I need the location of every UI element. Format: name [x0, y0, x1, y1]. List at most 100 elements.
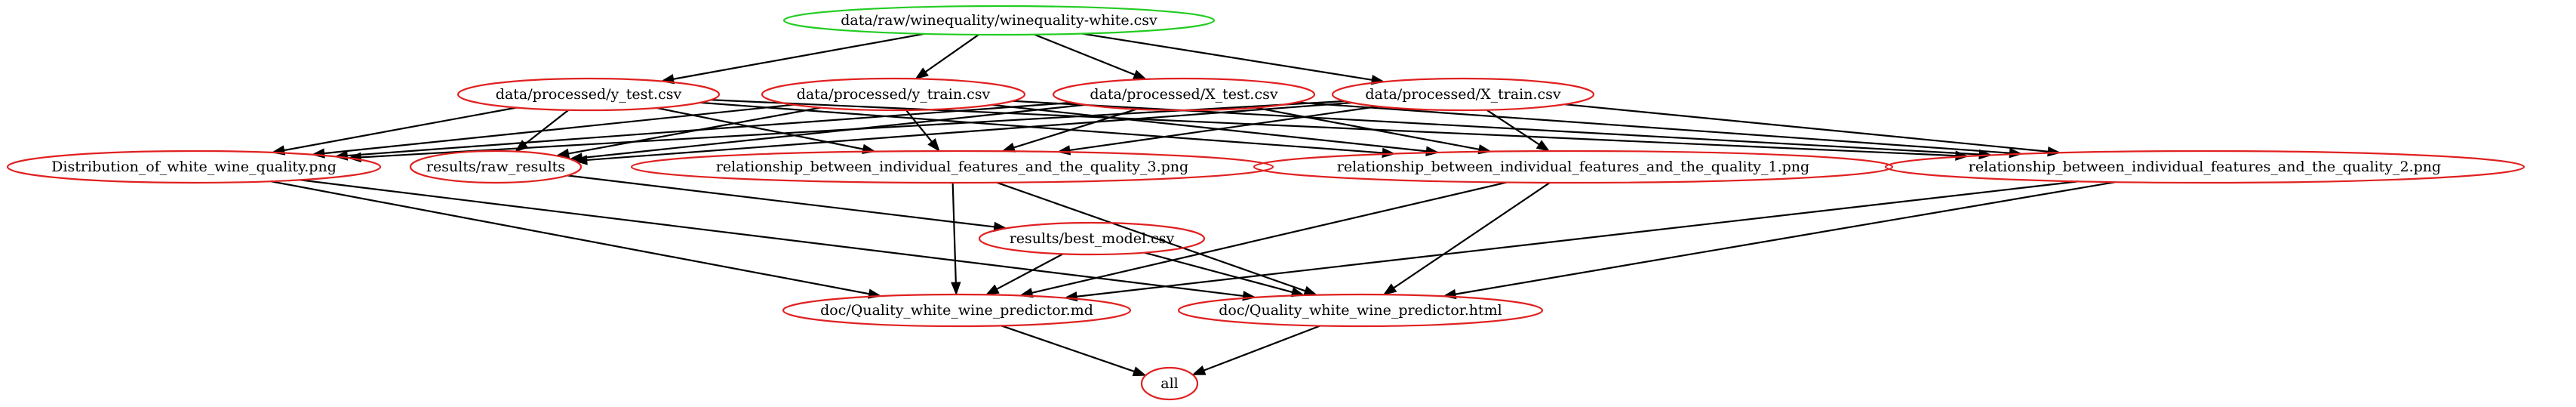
arrowhead-icon	[1382, 283, 1397, 295]
edge-line	[951, 182, 957, 283]
node-label: doc/Quality_white_wine_predictor.html	[1219, 302, 1502, 319]
edge-line	[270, 180, 869, 295]
arrowhead-icon	[927, 137, 940, 153]
node-raw: data/raw/winequality/winequality-white.c…	[782, 5, 1216, 36]
edge-line	[1081, 32, 1373, 81]
arrowhead-icon	[1425, 146, 1440, 156]
node-label: data/processed/y_test.csv	[496, 86, 682, 103]
arrowhead-icon	[1978, 149, 1993, 160]
edge-xtrain-to-rel1	[1486, 109, 1551, 152]
edge-raw_results-to-best	[567, 174, 1008, 233]
arrowhead-icon	[1056, 145, 1071, 156]
edge-rel3-to-html	[996, 181, 1318, 296]
edge-md-to-all	[1001, 325, 1147, 377]
node-xtest: data/processed/X_test.csv	[1052, 77, 1316, 112]
arrowhead-icon	[915, 67, 929, 80]
node-ytest: data/processed/y_test.csv	[456, 77, 721, 112]
node-label: relationship_between_individual_features…	[1337, 159, 1809, 175]
edge-raw-to-xtrain	[1081, 32, 1385, 85]
edge-line	[300, 179, 1243, 298]
edge-best-to-html	[1144, 251, 1305, 298]
node-dist: Distribution_of_white_wine_quality.png	[6, 150, 382, 184]
edge-line	[1486, 109, 1540, 146]
node-label: results/raw_results	[426, 159, 565, 175]
node-ytrain: data/processed/y_train.csv	[761, 77, 1026, 112]
arrowhead-icon	[2047, 146, 2061, 157]
edge-line	[1001, 325, 1135, 372]
edge-line	[991, 103, 1427, 153]
edge-xtrain-to-raw_results	[573, 101, 1352, 165]
node-rel2: relationship_between_individual_features…	[1884, 150, 2525, 184]
arrowhead-icon	[1191, 365, 1207, 375]
node-ellipse	[1884, 150, 2525, 184]
edge-line	[582, 103, 1086, 159]
edge-line	[1203, 325, 1320, 372]
node-label: all	[1160, 375, 1178, 392]
edge-line	[925, 34, 979, 73]
node-xtrain: data/processed/X_train.csv	[1331, 77, 1595, 112]
edge-line	[1013, 108, 1137, 149]
edge-line	[567, 174, 994, 228]
edge-line	[996, 253, 1064, 290]
node-ellipse	[1140, 366, 1199, 401]
node-label: Distribution_of_white_wine_quality.png	[51, 159, 337, 175]
edge-line	[673, 32, 925, 80]
edge-line	[1144, 251, 1293, 293]
arrowhead-icon	[1132, 69, 1148, 80]
node-ellipse	[1177, 293, 1544, 328]
edge-rel1-to-html	[1382, 182, 1551, 295]
arrowhead-icon	[573, 155, 588, 165]
edge-ytest-to-rel1	[699, 101, 1396, 159]
edge-xtrain-to-rel2	[1564, 103, 2061, 157]
edge-line	[284, 106, 517, 152]
edge-html-to-all	[1191, 325, 1320, 375]
edge-line	[996, 181, 1306, 292]
arrowhead-icon	[1063, 291, 1078, 302]
node-md: doc/Quality_white_wine_predictor.md	[782, 293, 1132, 328]
node-raw_results: results/raw_results	[409, 150, 583, 184]
node-ellipse	[1253, 150, 1894, 184]
node-label: data/processed/X_train.csv	[1365, 86, 1561, 103]
edge-raw-to-xtest	[1034, 33, 1148, 80]
node-ellipse	[456, 77, 721, 112]
edge-line	[324, 103, 795, 155]
arrowhead-icon	[1242, 291, 1257, 301]
arrowhead-icon	[1132, 366, 1147, 377]
edge-line	[1034, 33, 1136, 76]
edge-rel2-to-md	[1063, 180, 2079, 302]
edge-best-to-md	[985, 253, 1064, 295]
edge-xtrain-to-rel3	[1056, 105, 1379, 156]
edge-rel3-to-md	[951, 182, 961, 296]
edge-line	[699, 101, 1383, 154]
edge-line	[1255, 106, 1480, 150]
edge-ytrain-to-rel3	[905, 109, 940, 153]
node-label: data/processed/y_train.csv	[797, 86, 991, 103]
edge-line	[1069, 105, 1379, 152]
node-label: doc/Quality_white_wine_predictor.md	[820, 302, 1093, 319]
node-ellipse	[978, 221, 1206, 256]
edge-line	[1455, 181, 2116, 295]
node-all: all	[1140, 366, 1199, 401]
edge-line	[656, 106, 864, 150]
arrowhead-icon	[985, 284, 1000, 295]
edge-line	[711, 99, 1957, 157]
arrowhead-icon	[1382, 147, 1396, 159]
node-label: data/raw/winequality/winequality-white.c…	[841, 12, 1157, 29]
node-rel1: relationship_between_individual_features…	[1253, 150, 1894, 184]
node-ellipse	[782, 5, 1216, 36]
node-ellipse	[1052, 77, 1316, 112]
arrowhead-icon	[951, 282, 961, 296]
edge-line	[1393, 182, 1551, 289]
node-best: results/best_model.csv	[978, 221, 1206, 256]
node-ellipse	[1331, 77, 1595, 112]
edge-line	[347, 101, 1072, 157]
edges-layer	[270, 32, 2116, 377]
node-label: data/processed/X_test.csv	[1090, 86, 1277, 103]
edge-line	[1564, 103, 2049, 153]
edge-xtest-to-rel2	[1296, 101, 2023, 159]
node-ellipse	[6, 150, 382, 184]
node-label: results/best_model.csv	[1010, 230, 1175, 247]
edge-line	[1296, 101, 2010, 154]
node-rel3: relationship_between_individual_features…	[630, 150, 1274, 184]
